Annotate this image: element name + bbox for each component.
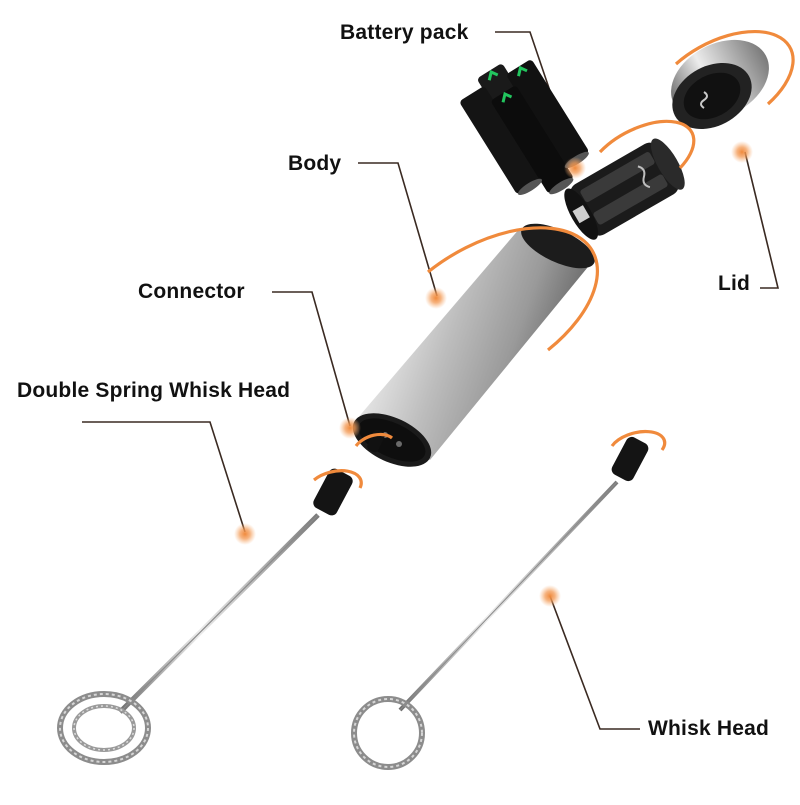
- dot-connector: [339, 417, 361, 439]
- whisk-head-illustration: [351, 436, 649, 770]
- arc-connector: [354, 432, 394, 448]
- leader-body: [358, 162, 438, 297]
- label-double-spring-whisk-head: Double Spring Whisk Head: [17, 379, 291, 402]
- label-body: Body: [288, 152, 342, 175]
- body-illustration: [352, 223, 595, 467]
- label-whisk-head: Whisk Head: [648, 717, 770, 740]
- dot-lid: [731, 141, 753, 163]
- dot-body: [425, 287, 447, 309]
- arc-body: [426, 226, 599, 352]
- arc-double-whisk: [312, 469, 363, 489]
- dot-double-spring: [234, 523, 256, 545]
- label-connector: Connector: [138, 280, 245, 303]
- leader-lid: [744, 151, 780, 289]
- leader-double-spring: [82, 421, 246, 533]
- callout-dots: [234, 141, 753, 607]
- leader-whisk-head: [549, 595, 640, 730]
- rotation-arcs: [312, 29, 795, 489]
- arc-holder: [598, 119, 696, 170]
- dot-whisk-head: [539, 585, 561, 607]
- leader-lines: [82, 31, 780, 730]
- label-battery-pack: Battery pack: [340, 21, 469, 44]
- dot-battery-pack: [564, 157, 586, 179]
- label-lid: Lid: [718, 272, 751, 295]
- double-spring-whisk-illustration: [57, 468, 353, 765]
- battery-pack-illustration: [460, 60, 589, 196]
- arc-lid: [674, 29, 795, 106]
- leader-connector: [272, 291, 351, 427]
- lid-illustration: [671, 39, 769, 130]
- battery-holder-illustration: [564, 138, 685, 240]
- arc-whisk: [610, 429, 667, 451]
